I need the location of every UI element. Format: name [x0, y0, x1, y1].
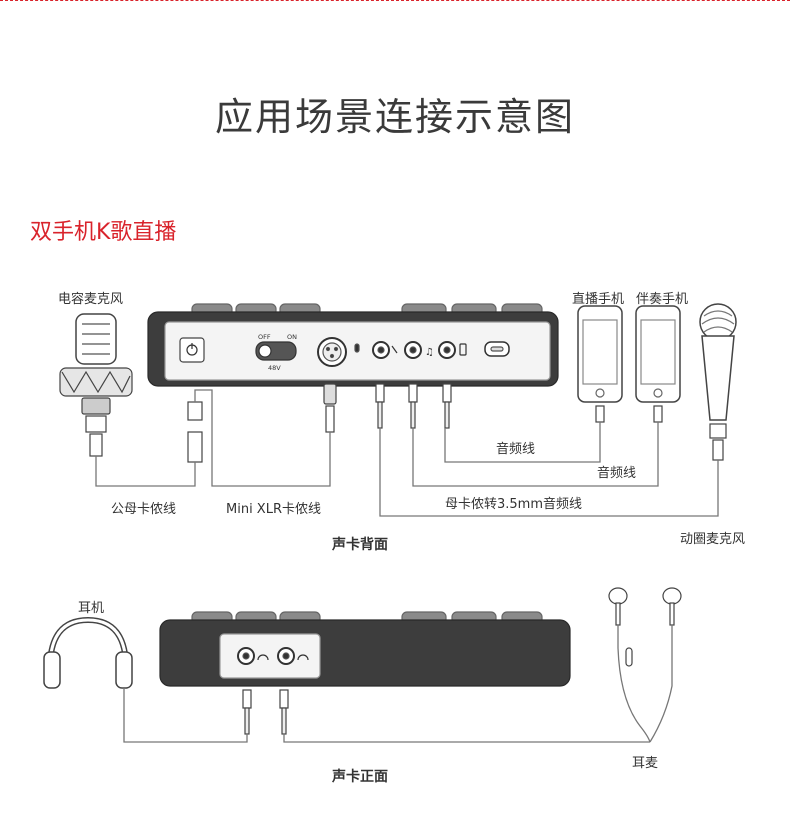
switch-on-label: ON: [287, 333, 297, 341]
earphones-icon: [608, 587, 682, 667]
condenser-mic-icon: [59, 313, 133, 457]
switch-off-label: OFF: [258, 333, 271, 341]
headphones-icon: [43, 616, 133, 689]
soundcard-back: ♫: [147, 303, 559, 387]
live-phone-icon: [577, 305, 623, 423]
section-title: 双手机K歌直播: [30, 220, 177, 245]
label-accompany-phone: 伴奏手机: [636, 292, 689, 307]
back-cables: [95, 389, 719, 517]
switch-48v-label: 48V: [268, 364, 281, 372]
label-male-female-cable: 公母卡侬线: [111, 502, 177, 517]
label-dynamic-mic: 动圈麦克风: [680, 532, 746, 547]
label-audio-cable-1: 音频线: [496, 442, 536, 457]
dynamic-mic-icon: [699, 303, 737, 461]
caption-front: 声卡正面: [332, 769, 388, 785]
front-cables: [123, 625, 673, 743]
label-live-phone: 直播手机: [572, 292, 625, 307]
caption-back: 声卡背面: [332, 537, 388, 553]
label-female-xlr-35: 母卡侬转3.5mm音频线: [445, 497, 583, 512]
label-mini-xlr-cable: Mini XLR卡侬线: [226, 502, 321, 517]
svg-text:♫: ♫: [425, 347, 434, 358]
label-headphones: 耳机: [78, 601, 105, 616]
accompany-phone-icon: [635, 305, 681, 423]
label-audio-cable-2: 音频线: [597, 466, 637, 481]
label-earphones: 耳麦: [632, 756, 659, 771]
label-condenser-mic: 电容麦克风: [58, 292, 124, 307]
soundcard-front: [159, 611, 571, 687]
top-dashed-line: [0, 0, 790, 1]
page-title: 应用场景连接示意图: [214, 95, 575, 139]
